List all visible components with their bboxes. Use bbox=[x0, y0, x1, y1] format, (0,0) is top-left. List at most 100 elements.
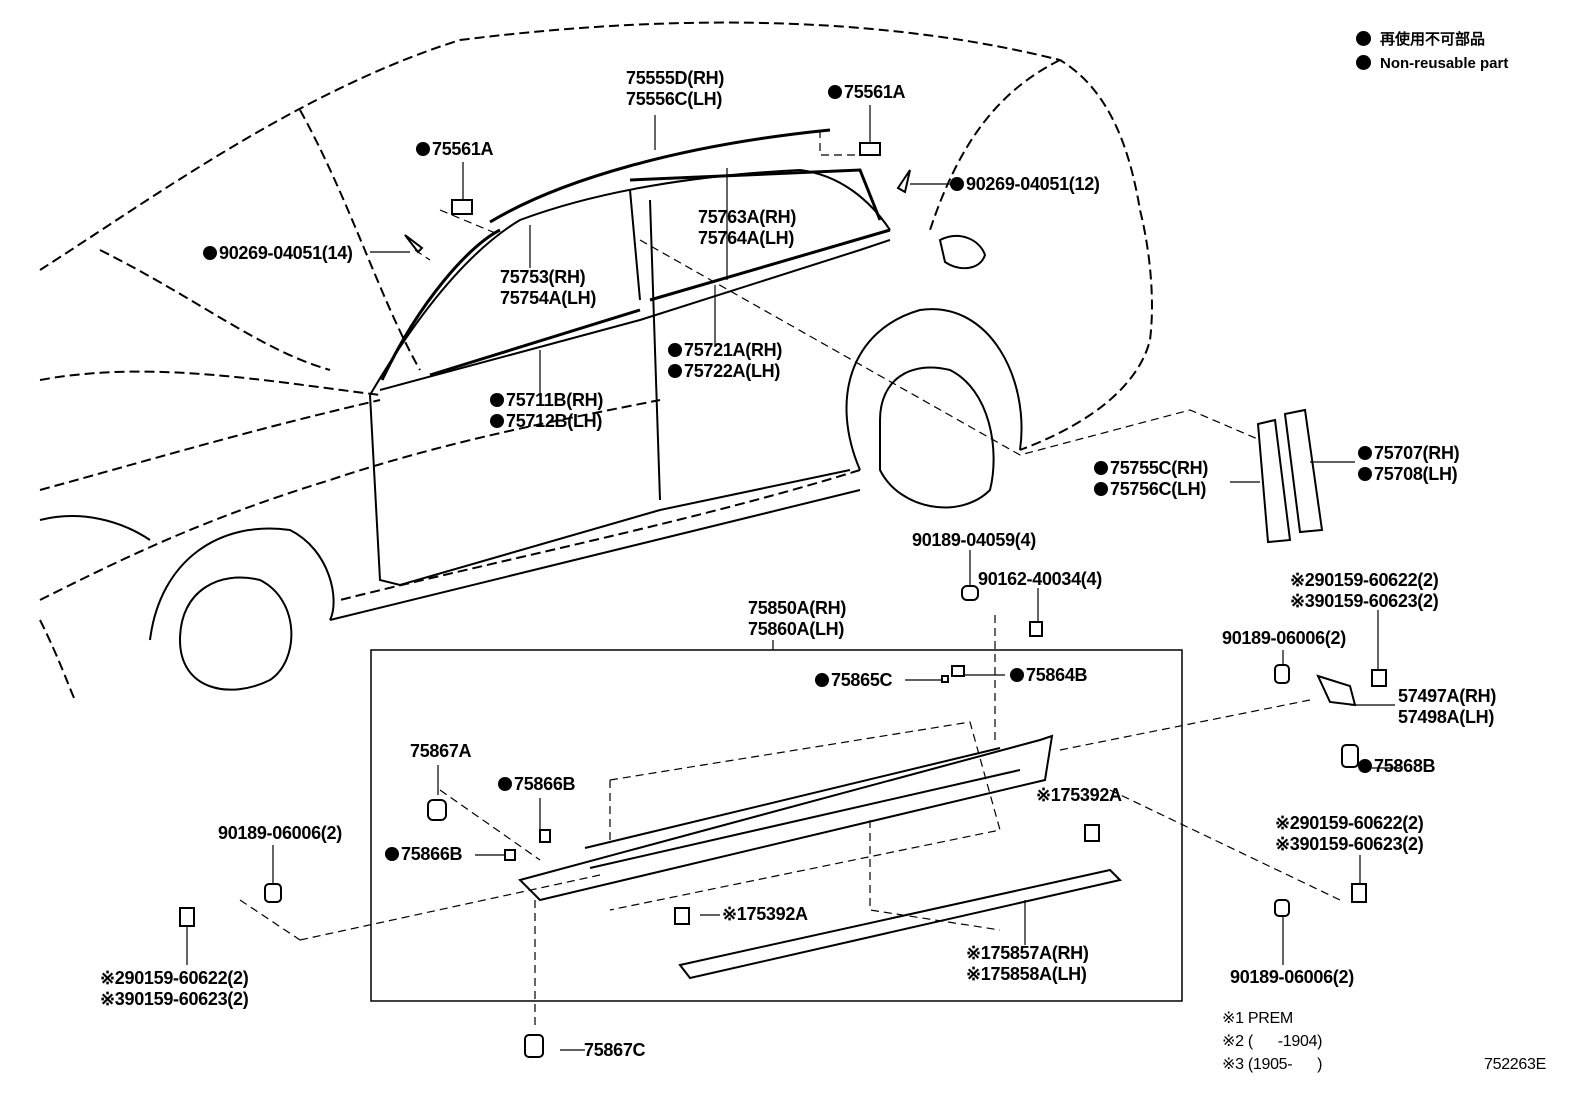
part-number: 75867C bbox=[584, 1040, 646, 1061]
non-reusable-bullet-icon bbox=[498, 777, 512, 791]
part-label: 75868B bbox=[1358, 756, 1436, 777]
part-number-text: 75755C(RH) bbox=[1110, 458, 1209, 478]
part-number-text: 75850A(RH) bbox=[748, 598, 847, 618]
non-reusable-bullet-icon bbox=[950, 177, 964, 191]
part-label: 90269-04051(14) bbox=[203, 243, 353, 264]
part-number: ※390159-60623(2) bbox=[1290, 591, 1439, 612]
non-reusable-bullet-icon bbox=[1358, 467, 1372, 481]
part-number-text: 90189-06006(2) bbox=[1230, 967, 1354, 987]
fasteners bbox=[179, 142, 1387, 1058]
part-number: 75764A(LH) bbox=[698, 228, 796, 249]
part-number: 75722A(LH) bbox=[668, 361, 782, 382]
part-number: 75555D(RH) bbox=[626, 68, 724, 89]
part-label: 75561A bbox=[828, 82, 906, 103]
part-number-text: 90189-06006(2) bbox=[1222, 628, 1346, 648]
part-label: 90189-04059(4) bbox=[912, 530, 1036, 551]
part-number: 75860A(LH) bbox=[748, 619, 846, 640]
part-number-text: ※290159-60622(2) bbox=[1275, 813, 1424, 833]
part-number-text: 75721A(RH) bbox=[684, 340, 783, 360]
non-reusable-bullet-icon bbox=[385, 847, 399, 861]
part-number-text: 75711B(RH) bbox=[506, 390, 604, 410]
part-number: 75866B bbox=[498, 774, 576, 795]
part-number: 90189-04059(4) bbox=[912, 530, 1036, 551]
part-label: 75707(RH)75708(LH) bbox=[1358, 443, 1460, 485]
part-number-text: 75722A(LH) bbox=[684, 361, 781, 381]
part-label: 75561A bbox=[416, 139, 494, 160]
part-number: 90269-04051(14) bbox=[203, 243, 353, 264]
part-number: 90269-04051(12) bbox=[950, 174, 1100, 195]
part-number-text: 75763A(RH) bbox=[698, 207, 797, 227]
part-label: 75763A(RH)75764A(LH) bbox=[698, 207, 796, 249]
part-number-text: ※175392A bbox=[722, 904, 808, 924]
part-number-text: 75712B(LH) bbox=[506, 411, 603, 431]
moldings bbox=[380, 128, 891, 381]
part-label: 75555D(RH)75556C(LH) bbox=[626, 68, 724, 110]
part-label: 75711B(RH)75712B(LH) bbox=[490, 390, 603, 432]
part-number: 90162-40034(4) bbox=[978, 569, 1102, 590]
part-label: 75850A(RH)75860A(LH) bbox=[748, 598, 846, 640]
part-number-text: 75756C(LH) bbox=[1110, 479, 1207, 499]
part-number-text: 90162-40034(4) bbox=[978, 569, 1102, 589]
note-1: ※1 PREM bbox=[1222, 1010, 1293, 1027]
non-reusable-bullet-icon bbox=[1358, 759, 1372, 773]
part-label: ※290159-60622(2)※390159-60623(2) bbox=[1290, 570, 1439, 612]
non-reusable-bullet-icon bbox=[416, 142, 430, 156]
part-number-text: 75561A bbox=[844, 82, 906, 102]
part-number-text: 75556C(LH) bbox=[626, 89, 723, 109]
part-number-text: ※390159-60623(2) bbox=[1275, 834, 1424, 854]
part-label: 75755C(RH)75756C(LH) bbox=[1094, 458, 1208, 500]
non-reusable-bullet-icon bbox=[668, 343, 682, 357]
non-reusable-bullet-icon bbox=[1358, 446, 1372, 460]
non-reusable-bullet-icon bbox=[203, 246, 217, 260]
part-number-text: 75708(LH) bbox=[1374, 464, 1458, 484]
part-number-text: ※390159-60623(2) bbox=[100, 989, 249, 1009]
part-label: ※175857A(RH)※175858A(LH) bbox=[966, 943, 1089, 985]
part-number-text: 57497A(RH) bbox=[1398, 686, 1497, 706]
part-number: 75712B(LH) bbox=[490, 411, 603, 432]
part-number: 75561A bbox=[416, 139, 494, 160]
part-number: ※290159-60622(2) bbox=[1290, 570, 1439, 591]
part-number-text: 90189-04059(4) bbox=[912, 530, 1036, 550]
part-number-text: ※290159-60622(2) bbox=[100, 968, 249, 988]
part-number-text: 75867C bbox=[584, 1040, 646, 1060]
part-number-text: 75753(RH) bbox=[500, 267, 586, 287]
part-number: 75753(RH) bbox=[500, 267, 596, 288]
note-2: ※2 ( -1904) bbox=[1222, 1033, 1323, 1050]
non-reusable-bullet-icon bbox=[1356, 31, 1371, 46]
part-number-text: 75866B bbox=[401, 844, 463, 864]
part-number: 75556C(LH) bbox=[626, 89, 724, 110]
part-number-text: 75754A(LH) bbox=[500, 288, 597, 308]
part-number: 75755C(RH) bbox=[1094, 458, 1208, 479]
part-label: ※290159-60622(2)※390159-60623(2) bbox=[100, 968, 249, 1010]
pillar-garnishes bbox=[1256, 408, 1324, 544]
part-number: 75711B(RH) bbox=[490, 390, 603, 411]
part-number: 75756C(LH) bbox=[1094, 479, 1208, 500]
part-label: 75753(RH)75754A(LH) bbox=[500, 267, 596, 309]
note-3: ※3 (1905- ) bbox=[1222, 1056, 1323, 1073]
part-label: 90189-06006(2) bbox=[218, 823, 342, 844]
leader-lines-dashed bbox=[239, 130, 1341, 1030]
part-number-text: 57498A(LH) bbox=[1398, 707, 1495, 727]
part-number-text: ※290159-60622(2) bbox=[1290, 570, 1439, 590]
part-number-text: ※390159-60623(2) bbox=[1290, 591, 1439, 611]
part-number-text: ※175392A bbox=[1036, 785, 1122, 805]
part-number-text: 75866B bbox=[514, 774, 576, 794]
part-label: 90269-04051(12) bbox=[950, 174, 1100, 195]
part-number: ※175392A bbox=[722, 904, 808, 925]
non-reusable-bullet-icon bbox=[1356, 55, 1371, 70]
part-label: 75866B bbox=[385, 844, 463, 865]
part-number-text: 75707(RH) bbox=[1374, 443, 1460, 463]
part-number-text: 90269-04051(12) bbox=[966, 174, 1100, 194]
part-number: 75865C bbox=[815, 670, 893, 691]
part-label: 90162-40034(4) bbox=[978, 569, 1102, 590]
part-label: 75867C bbox=[584, 1040, 646, 1061]
car-outline bbox=[39, 21, 1153, 701]
legend-text: 再使用不可部品 bbox=[1380, 31, 1486, 48]
part-label: 90189-06006(2) bbox=[1230, 967, 1354, 988]
part-number-text: 75864B bbox=[1026, 665, 1088, 685]
part-number: 90189-06006(2) bbox=[1230, 967, 1354, 988]
part-label: 57497A(RH)57498A(LH) bbox=[1398, 686, 1496, 728]
part-number: 75866B bbox=[385, 844, 463, 865]
part-number: 75561A bbox=[828, 82, 906, 103]
